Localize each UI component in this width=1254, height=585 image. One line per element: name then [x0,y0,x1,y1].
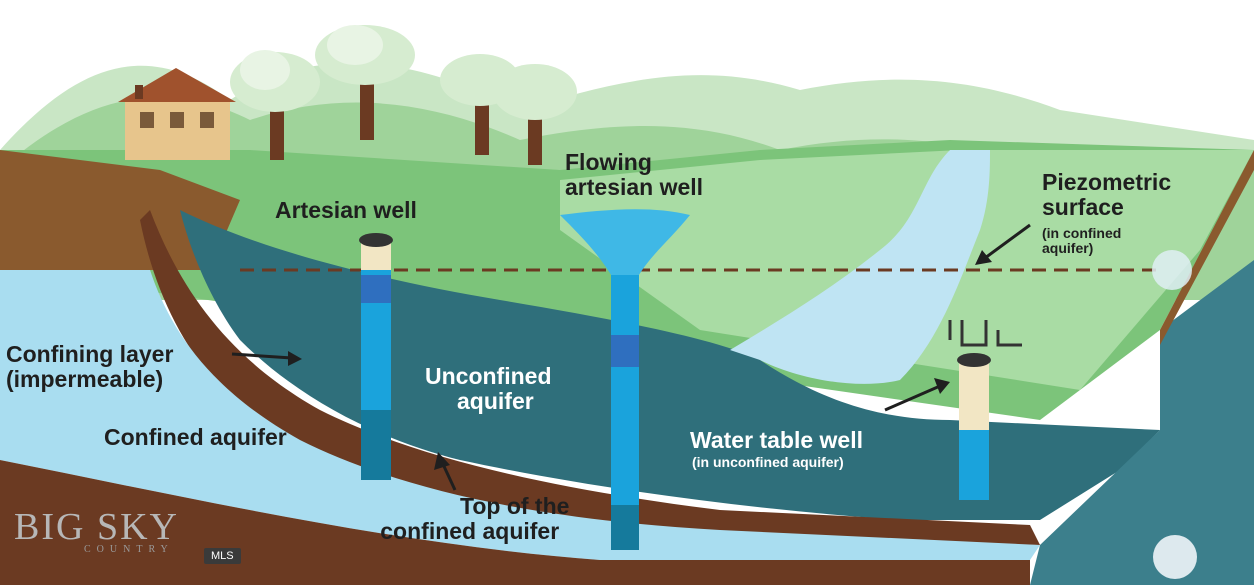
arrow-water-table-well [884,378,950,412]
label-flowing-artesian-well: Flowing artesian well [565,150,703,200]
label-artesian-well: Artesian well [275,197,417,223]
bottom-bedrock [0,460,1030,585]
artesian-well-pipe [359,233,393,480]
label-confining-line2: (impermeable) [6,365,164,392]
tree [315,25,415,140]
label-piezometric-note-line2: aquifer) [1042,240,1094,257]
label-confining-layer: Confining layer (impermeable) [6,342,173,392]
arrow-confining-layer [231,351,302,366]
arrow-top-of-confined [434,452,457,491]
label-top-line1: Top of the [460,493,570,519]
label-piezometric-line1: Piezometric [1042,169,1172,195]
brand-watermark-name: BIG SKY [14,506,179,548]
label-top-line2: confined aquifer [380,517,560,544]
brand-watermark-badge: MLS [204,548,241,564]
label-flowing-line2: artesian well [565,173,704,200]
label-piezometric-surface: Piezometric surface [1042,170,1171,220]
soil-edge [0,150,240,270]
arrow-piezometric [975,223,1031,265]
label-piezometric-note-line1: (in confined [1042,225,1122,241]
bubble-decoration [1153,535,1197,579]
label-unconfined-line2: aquifer [457,387,534,414]
label-water-table-well: Water table well [690,427,863,453]
brand-watermark-sub: COUNTRY [84,544,174,555]
house [118,68,236,160]
water-table-well [948,320,1022,500]
label-confining-line1: Confining layer [6,341,174,367]
label-water-table-well-note: (in unconfined aquifer) [692,454,844,470]
brand-watermark: BIG SKY COUNTRY MLS [14,506,241,564]
label-unconfined-line1: Unconfined [425,363,552,389]
label-confined-aquifer: Confined aquifer [104,424,287,450]
label-piezometric-note: (in confined aquifer) [1042,225,1122,257]
confined-aquifer-body [0,270,1040,560]
tree [230,50,320,160]
flowing-artesian-well [560,209,690,550]
block-right-side-top [1160,150,1254,345]
unconfined-aquifer-body [180,210,1160,520]
label-piezometric-line2: surface [1042,193,1124,220]
block-right-side [1030,150,1254,585]
label-top-of-confined-aquifer: Top of the confined aquifer [370,494,569,544]
label-flowing-line1: Flowing [565,149,652,175]
bubble-decoration [1152,250,1192,290]
label-unconfined-aquifer: Unconfined aquifer [425,364,552,414]
tree [493,64,577,165]
river [730,150,990,384]
